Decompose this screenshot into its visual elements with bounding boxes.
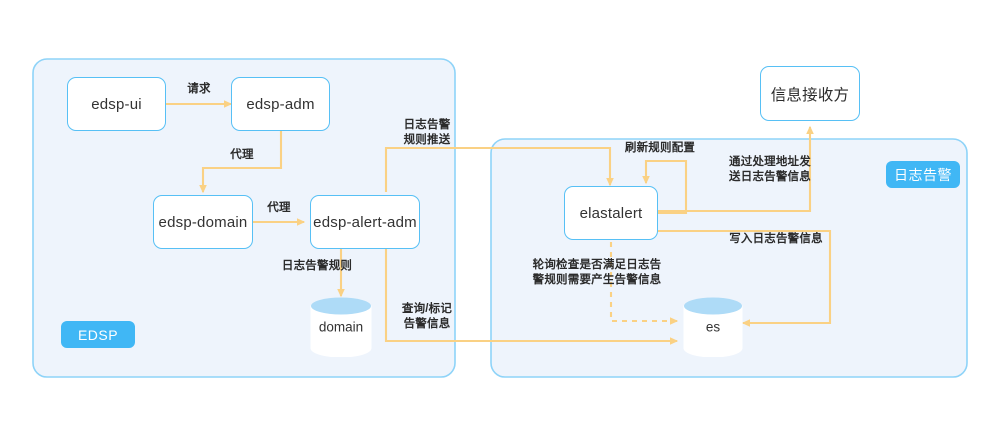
- edge-label-poll-check: 轮询检查是否满足日志告 警规则需要产生告警信息: [532, 259, 662, 286]
- node-edsp-ui[interactable]: edsp-ui: [67, 77, 166, 131]
- node-edsp-domain[interactable]: edsp-domain: [153, 195, 253, 249]
- node-elastalert[interactable]: elastalert: [564, 186, 658, 240]
- node-edsp-alert-adm[interactable]: edsp-alert-adm: [310, 195, 420, 249]
- node-edsp-ui-label: edsp-ui: [91, 95, 142, 113]
- edge-label-req: 请求: [187, 83, 211, 95]
- node-receiver-label: 信息接收方: [770, 86, 850, 104]
- node-elastalert-label: elastalert: [579, 204, 643, 222]
- edge-proxy-1: [199, 131, 283, 194]
- edge-poll-check: [609, 242, 679, 325]
- domain-db-shape: [310, 297, 372, 358]
- node-edsp-adm-label: edsp-adm: [246, 95, 315, 113]
- edge-refresh-rule: [642, 159, 688, 215]
- datastore-es-db[interactable]: es: [683, 297, 743, 358]
- edge-label-rule-push: 日志告警 规则推送: [403, 119, 451, 146]
- node-receiver[interactable]: 信息接收方: [760, 66, 860, 121]
- edge-send-alert: [657, 125, 814, 213]
- datastore-domain-db-label: domain: [318, 319, 364, 335]
- edge-label-query-mark: 查询/标记 告警信息: [401, 303, 453, 330]
- panel-badge-edsp-label: EDSP: [77, 326, 119, 343]
- datastore-domain-db[interactable]: domain: [310, 297, 372, 358]
- edge-label-send-alert: 通过处理地址发 送日志告警信息: [729, 156, 811, 183]
- panel-badge-log-alert-label: 日志告警: [894, 166, 952, 183]
- edge-query-mark: [384, 247, 679, 345]
- edge-label-proxy-1: 代理: [230, 149, 254, 161]
- edge-label-proxy-2: 代理: [267, 202, 291, 214]
- edge-label-write-alert: 写入日志告警信息: [729, 233, 823, 245]
- edge-rule-push: [384, 146, 614, 192]
- es-db-shape: [683, 297, 743, 358]
- edge-label-alert-rule: 日志告警规则: [281, 260, 353, 272]
- panel-badge-log-alert: 日志告警: [886, 161, 960, 188]
- node-edsp-alert-adm-label: edsp-alert-adm: [313, 213, 417, 231]
- node-edsp-adm[interactable]: edsp-adm: [231, 77, 330, 131]
- panel-badge-edsp: EDSP: [61, 321, 135, 348]
- node-edsp-domain-label: edsp-domain: [158, 213, 248, 231]
- datastore-es-db-label: es: [705, 319, 721, 335]
- edge-label-refresh-rule: 刷新规则配置: [624, 142, 696, 154]
- edge-write-alert: [657, 229, 832, 327]
